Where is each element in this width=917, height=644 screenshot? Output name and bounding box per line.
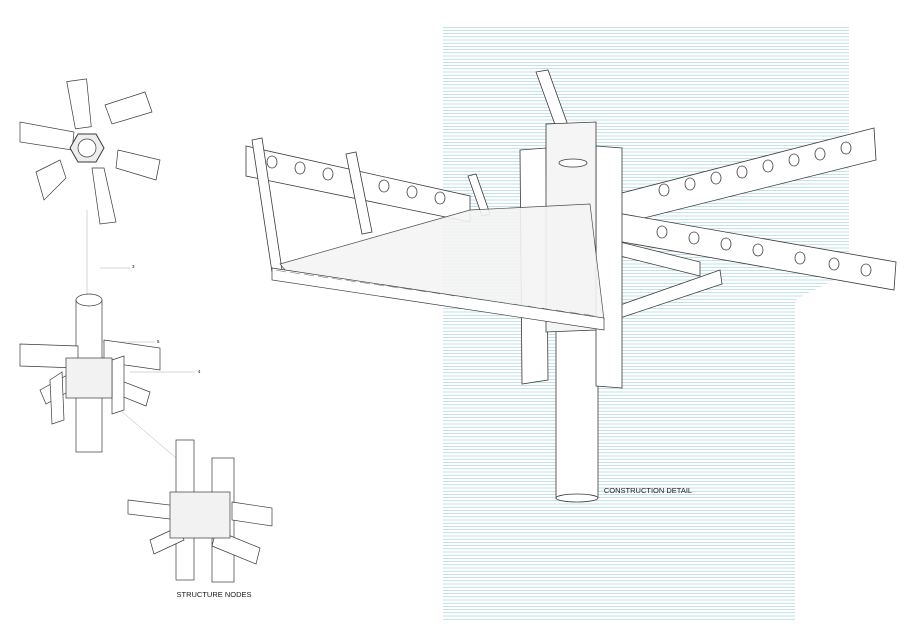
cellular-beam-right-upper bbox=[609, 127, 877, 227]
deck-plate bbox=[271, 203, 605, 331]
cellular-beam-right-lower bbox=[599, 209, 897, 291]
callout-5: 5 bbox=[157, 339, 160, 344]
node-axonometric-1 bbox=[19, 293, 161, 453]
structure-nodes-label: STRUCTURE NODES bbox=[176, 590, 251, 599]
callout-3: 3 bbox=[132, 264, 135, 269]
node-axonometric-2 bbox=[127, 439, 273, 583]
hatched-background-panel bbox=[443, 26, 849, 620]
leader-lines bbox=[86, 210, 195, 471]
callout-4: 4 bbox=[198, 369, 201, 374]
node-plan-view bbox=[19, 78, 161, 225]
construction-detail-label: CONSTRUCTION DETAIL bbox=[604, 486, 692, 495]
